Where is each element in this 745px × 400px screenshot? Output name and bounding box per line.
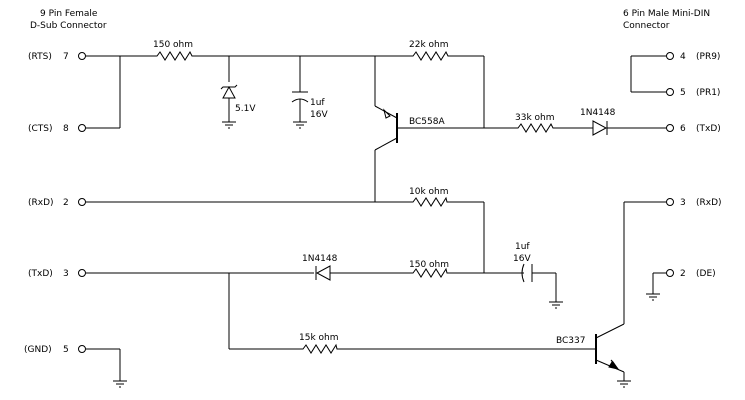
- left-connector-title: 9 Pin Female: [40, 9, 98, 19]
- right-pin-terminal: [666, 124, 674, 132]
- capacitor-mid-voltage: 16V: [513, 254, 531, 264]
- left-pin-terminal: [78, 52, 86, 60]
- left-pin-number: 7: [63, 52, 69, 62]
- resistor-10k: [407, 196, 449, 207]
- right-pin-pr9: 4 (PR9): [666, 52, 720, 62]
- right-pin-signal: (PR1): [696, 88, 720, 98]
- right-pin-terminal: [666, 88, 674, 96]
- right-pin-signal: (TxD): [696, 124, 721, 134]
- left-pin-signal: (RxD): [28, 198, 54, 208]
- right-pin-terminal: [666, 269, 674, 277]
- ground-gnd-pin: [113, 380, 127, 388]
- npn-transistor: [595, 334, 620, 370]
- left-pin-cts: (CTS) 8: [28, 124, 86, 134]
- resistor-15k-label: 15k ohm: [299, 333, 339, 343]
- left-pin-terminal: [78, 269, 86, 277]
- ground-npn: [617, 380, 631, 388]
- pnp-transistor: [383, 108, 405, 143]
- left-pin-number: 3: [63, 269, 69, 279]
- resistor-150-top-label: 150 ohm: [153, 40, 193, 50]
- left-pin-number: 5: [63, 345, 69, 355]
- diode-top-label: 1N4148: [580, 108, 616, 118]
- zener-diode-label: 5.1V: [235, 104, 256, 114]
- npn-transistor-label: BC337: [556, 336, 585, 346]
- right-pin-number: 4: [680, 52, 686, 62]
- ground-de: [646, 293, 660, 301]
- left-connector-subtitle: D-Sub Connector: [30, 21, 107, 31]
- capacitor-top: [291, 91, 309, 103]
- left-pin-signal: (RTS): [28, 52, 52, 62]
- resistor-150-mid: [407, 267, 449, 278]
- left-pin-signal: (GND): [24, 345, 52, 355]
- left-pin-number: 2: [63, 198, 69, 208]
- diode-top: [592, 120, 608, 136]
- zener-diode: [220, 84, 238, 99]
- resistor-22k: [405, 50, 455, 61]
- right-pin-txd: 6 (TxD): [666, 124, 721, 134]
- left-pin-rts: (RTS) 7: [28, 52, 86, 62]
- capacitor-top-value: 1uf: [310, 98, 325, 108]
- right-pin-de: 2 (DE): [666, 269, 716, 279]
- left-pin-terminal: [78, 124, 86, 132]
- right-pin-terminal: [666, 52, 674, 60]
- right-pin-terminal: [666, 198, 674, 206]
- left-pin-rxd: (RxD) 2: [28, 198, 86, 208]
- wiring: [86, 55, 666, 381]
- ground-zener: [222, 121, 236, 129]
- right-pin-signal: (RxD): [696, 198, 722, 208]
- resistor-150-top: [153, 50, 195, 61]
- capacitor-mid: [521, 263, 533, 283]
- ground-cap-mid: [549, 301, 563, 309]
- capacitor-top-voltage: 16V: [310, 110, 328, 120]
- right-pin-signal: (DE): [696, 269, 716, 279]
- right-pin-signal: (PR9): [696, 52, 720, 62]
- resistor-150-mid-label: 150 ohm: [409, 260, 449, 270]
- right-connector-title: 6 Pin Male Mini-DIN: [623, 9, 710, 19]
- diode-mid-label: 1N4148: [302, 254, 338, 264]
- right-pin-pr1: 5 (PR1): [666, 88, 720, 98]
- left-pin-signal: (TxD): [28, 269, 53, 279]
- right-connector-subtitle: Connector: [623, 21, 670, 31]
- left-pin-terminal: [78, 345, 86, 353]
- resistor-33k: [514, 122, 556, 133]
- right-pin-number: 2: [680, 269, 686, 279]
- right-pin-rxd: 3 (RxD): [666, 198, 722, 208]
- right-pin-number: 6: [680, 124, 686, 134]
- resistor-22k-label: 22k ohm: [409, 40, 449, 50]
- right-pin-number: 5: [680, 88, 686, 98]
- resistor-10k-label: 10k ohm: [409, 187, 449, 197]
- ground-cap-top: [293, 121, 307, 129]
- resistor-15k: [297, 343, 339, 354]
- diode-mid: [315, 265, 331, 281]
- right-pin-number: 3: [680, 198, 686, 208]
- resistor-33k-label: 33k ohm: [515, 113, 555, 123]
- left-pin-number: 8: [63, 124, 69, 134]
- pnp-transistor-label: BC558A: [409, 117, 445, 127]
- left-pin-terminal: [78, 198, 86, 206]
- left-pin-signal: (CTS): [28, 124, 53, 134]
- left-pin-gnd: (GND) 5: [24, 345, 86, 355]
- capacitor-mid-value: 1uf: [515, 242, 530, 252]
- left-pin-txd: (TxD) 3: [28, 269, 86, 279]
